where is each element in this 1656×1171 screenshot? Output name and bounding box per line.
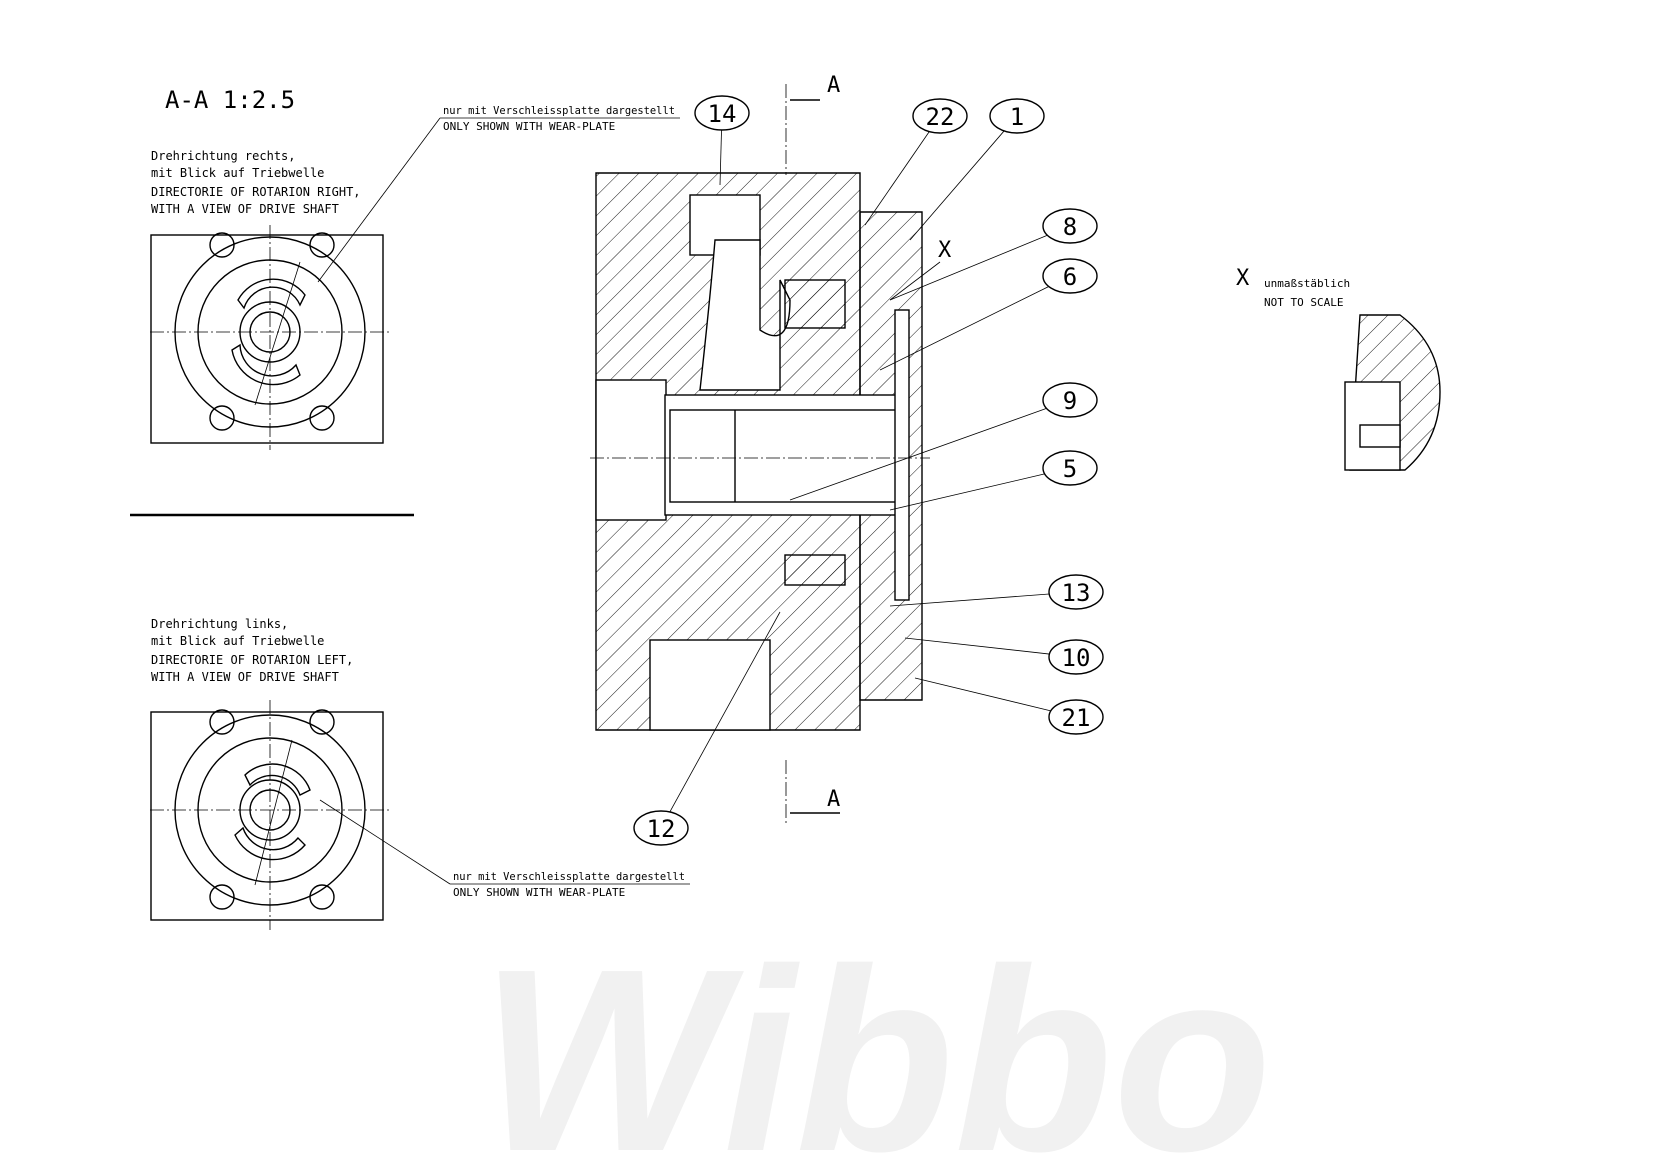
balloon-12: 12 <box>633 611 781 846</box>
balloon-circle <box>694 95 750 131</box>
leader-line <box>719 129 722 186</box>
wear-plate-note-top-en: ONLY SHOWN WITH WEAR-PLATE <box>443 120 615 133</box>
detail-scale-de: unmaßstäblich <box>1264 277 1350 290</box>
leader-line <box>864 131 930 226</box>
balloon-number: 21 <box>1062 704 1091 732</box>
balloon-21: 21 <box>914 677 1104 735</box>
balloon-circle <box>989 98 1045 134</box>
balloon-number: 9 <box>1063 387 1077 415</box>
leader-line <box>914 677 1051 712</box>
part-balloons: 14 22 1 8 6 9 5 13 10 21 12 <box>633 95 1104 846</box>
detail-marker: X <box>938 238 952 263</box>
wear-plate-note-top-de: nur mit Verschleissplatte dargestellt <box>443 104 675 117</box>
wear-plate-note-bottom-en: ONLY SHOWN WITH WEAR-PLATE <box>453 886 625 899</box>
balloon-circle <box>1048 699 1104 735</box>
main-section-view: A A X <box>590 73 952 825</box>
rotation-left-view: Drehrichtung links, mit Blick auf Triebw… <box>150 617 390 930</box>
rotation-left-de-1: Drehrichtung links, <box>151 617 288 631</box>
balloon-5: 5 <box>889 450 1098 511</box>
balloon-10: 10 <box>904 637 1104 675</box>
leader-line <box>904 637 1050 655</box>
balloon-number: 13 <box>1062 579 1091 607</box>
leader-line <box>889 593 1050 607</box>
balloon-22: 22 <box>864 98 968 226</box>
rotation-right-en-1: DIRECTORIE OF ROTARION RIGHT, <box>151 185 361 199</box>
wear-plate-note-bottom: nur mit Verschleissplatte dargestellt ON… <box>319 799 690 899</box>
balloon-number: 5 <box>1063 455 1077 483</box>
balloon-circle <box>1042 382 1098 418</box>
balloon-1: 1 <box>909 98 1045 241</box>
balloon-8: 8 <box>889 208 1098 301</box>
balloon-circle <box>1042 450 1098 486</box>
balloon-number: 8 <box>1063 213 1077 241</box>
section-marker-bottom: A <box>827 787 840 812</box>
balloon-number: 10 <box>1062 644 1091 672</box>
balloon-6: 6 <box>879 258 1098 371</box>
rotation-left-en-2: WITH A VIEW OF DRIVE SHAFT <box>151 670 339 684</box>
balloon-number: 1 <box>1010 103 1024 131</box>
detail-x-view: X unmaßstäblich NOT TO SCALE <box>1236 266 1441 471</box>
balloon-14: 14 <box>694 95 750 186</box>
rotation-right-de-1: Drehrichtung rechts, <box>151 149 296 163</box>
balloon-number: 22 <box>926 103 955 131</box>
leader-line <box>889 234 1048 301</box>
leader-line <box>909 130 1005 241</box>
balloon-circle <box>912 98 968 134</box>
balloon-circle <box>1042 258 1098 294</box>
detail-scale-en: NOT TO SCALE <box>1264 296 1343 309</box>
watermark: Wibbo <box>480 916 1272 1171</box>
detail-label: X <box>1236 266 1250 291</box>
rotation-right-de-2: mit Blick auf Triebwelle <box>151 166 324 180</box>
section-marker-top: A <box>827 73 840 98</box>
balloon-circle <box>1042 208 1098 244</box>
leader-line <box>789 408 1047 501</box>
wear-plate-note-bottom-de: nur mit Verschleissplatte dargestellt <box>453 870 685 883</box>
balloon-number: 14 <box>708 100 737 128</box>
leader-line <box>889 473 1045 511</box>
balloon-circle <box>1048 574 1104 610</box>
balloon-13: 13 <box>889 574 1104 610</box>
rotation-left-de-2: mit Blick auf Triebwelle <box>151 634 324 648</box>
rotation-left-en-1: DIRECTORIE OF ROTARION LEFT, <box>151 653 353 667</box>
balloon-9: 9 <box>789 382 1098 501</box>
leader-line <box>879 286 1049 371</box>
balloon-circle <box>1048 639 1104 675</box>
balloon-number: 6 <box>1063 263 1077 291</box>
balloon-circle <box>633 810 689 846</box>
rotation-right-view: A-A 1:2.5 Drehrichtung rechts, mit Blick… <box>130 86 414 517</box>
rotation-right-en-2: WITH A VIEW OF DRIVE SHAFT <box>151 202 339 216</box>
wear-plate-note-top: nur mit Verschleissplatte dargestellt ON… <box>317 104 680 283</box>
leader-line <box>669 611 781 813</box>
balloon-number: 12 <box>647 815 676 843</box>
section-title: A-A 1:2.5 <box>165 86 295 114</box>
